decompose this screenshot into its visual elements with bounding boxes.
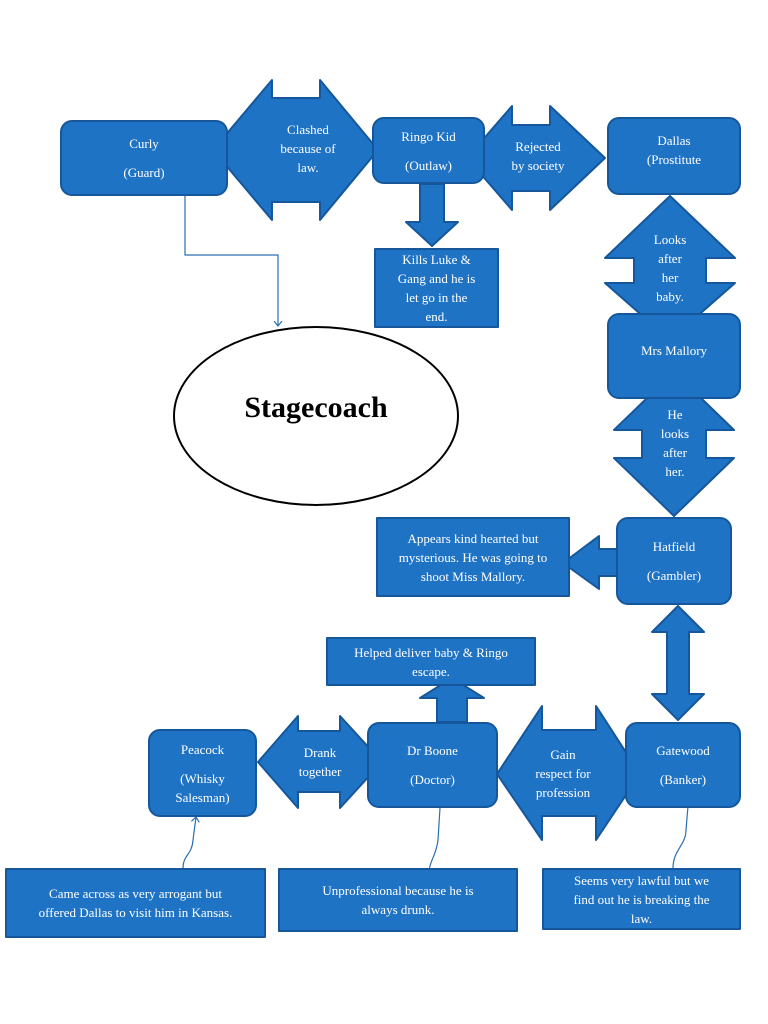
note-line: Seems very lawful but we: [573, 872, 710, 888]
node-hatfield-name: Hatfield: [652, 539, 696, 554]
relation-line: together: [298, 764, 342, 779]
relation-line: respect for: [535, 765, 591, 781]
relation-line: Looks: [653, 232, 687, 247]
relation-line: Rejected: [515, 139, 561, 154]
arrow-boone-up: [419, 677, 485, 723]
node-curly-name: Curly: [129, 136, 159, 151]
node-peacock-role-line1: (Whisky: [180, 770, 225, 786]
note-line: law.: [630, 910, 653, 926]
relation-line: Drank: [303, 745, 337, 760]
title-ellipse: [173, 326, 459, 506]
note-peacock: Came across as very arrogant but offered…: [5, 868, 266, 938]
connector-gatewood-note: [672, 805, 689, 869]
note-boone: Unprofessional because he is always drun…: [278, 868, 518, 932]
note-line: mysterious. He was going to: [398, 549, 548, 565]
note-gatewood: Seems very lawful but we find out he is …: [542, 868, 741, 930]
diagram-title: Stagecoach: [244, 391, 388, 424]
node-gatewood-name: Gatewood: [656, 743, 710, 758]
note-boone-up: Helped deliver baby & Ringo escape.: [326, 637, 536, 686]
note-line: escape.: [412, 663, 450, 679]
relation-line: Clashed: [287, 121, 329, 137]
node-ringo-role: (Outlaw): [405, 157, 452, 173]
arrow-ringo-dallas: [466, 105, 606, 211]
relation-mallory-hatfield: He looks after her.: [640, 404, 710, 482]
note-line: Kills Luke &: [402, 252, 471, 267]
relation-curly-ringo: Clashed because of law.: [262, 118, 354, 178]
relation-line: law.: [297, 159, 319, 175]
node-ringo-name: Ringo Kid: [401, 128, 456, 144]
node-dallas: Dallas (Prostitute: [607, 117, 741, 195]
node-mallory: Mrs Mallory: [607, 313, 741, 399]
node-dallas-name: Dallas: [657, 133, 691, 148]
node-boone-role: (Doctor): [410, 772, 455, 787]
node-curly: Curly (Guard): [60, 120, 228, 196]
note-line: Came across as very arrogant but: [49, 886, 222, 901]
arrow-mallory-hatfield: [613, 371, 735, 517]
note-line: Unprofessional because he is: [322, 883, 474, 898]
node-dallas-role: (Prostitute: [646, 152, 702, 167]
relation-line: profession: [535, 784, 591, 800]
relation-line: He: [667, 407, 683, 422]
relation-ringo-dallas: Rejected by society: [500, 136, 576, 176]
relation-line: by society: [511, 158, 565, 173]
node-ringo: Ringo Kid (Outlaw): [372, 117, 485, 184]
node-boone-name: Dr Boone: [407, 743, 458, 758]
node-peacock-role-line2: Salesman): [175, 789, 230, 805]
node-peacock-name: Peacock: [180, 741, 225, 757]
relation-line: her.: [665, 464, 685, 479]
relation-line: her: [661, 270, 679, 285]
note-line: Helped deliver baby & Ringo: [354, 644, 508, 660]
note-line: offered Dallas to visit him in Kansas.: [38, 905, 233, 920]
arrow-ringo-down: [405, 183, 459, 247]
node-gatewood: Gatewood (Banker): [625, 722, 741, 808]
relation-line: after: [658, 251, 682, 266]
note-hatfield: Appears kind hearted but mysterious. He …: [376, 517, 570, 597]
note-line: Gang and he is: [397, 271, 476, 286]
arrow-hatfield-gatewood: [651, 605, 705, 721]
node-mallory-name: Mrs Mallory: [640, 343, 708, 358]
node-boone: Dr Boone (Doctor): [367, 722, 498, 808]
connector-curly-title: [184, 196, 278, 326]
note-line: find out he is breaking the: [573, 891, 710, 907]
relation-line: looks: [660, 426, 690, 441]
note-line: end.: [425, 309, 448, 324]
node-peacock: Peacock (Whisky Salesman): [148, 729, 257, 817]
relation-line: baby.: [656, 289, 684, 304]
node-curly-role: (Guard): [123, 165, 165, 180]
note-line: always drunk.: [361, 902, 435, 917]
note-line: let go in the: [405, 290, 468, 305]
relation-line: after: [663, 445, 687, 460]
note-line: shoot Miss Mallory.: [420, 568, 526, 584]
note-line: Appears kind hearted but: [407, 530, 539, 546]
relation-peacock-boone: Drank together: [284, 742, 356, 782]
relation-dallas-mallory: Looks after her baby.: [634, 229, 706, 307]
node-hatfield: Hatfield (Gambler): [616, 517, 732, 605]
relation-line: because of: [280, 140, 336, 156]
relation-line: Gain: [550, 746, 576, 762]
connector-peacock-note: [182, 817, 196, 869]
relation-boone-gatewood: Gain respect for profession: [520, 743, 606, 803]
node-gatewood-role: (Banker): [659, 772, 707, 787]
node-hatfield-role: (Gambler): [646, 568, 702, 583]
note-ringo: Kills Luke & Gang and he is let go in th…: [374, 248, 499, 328]
